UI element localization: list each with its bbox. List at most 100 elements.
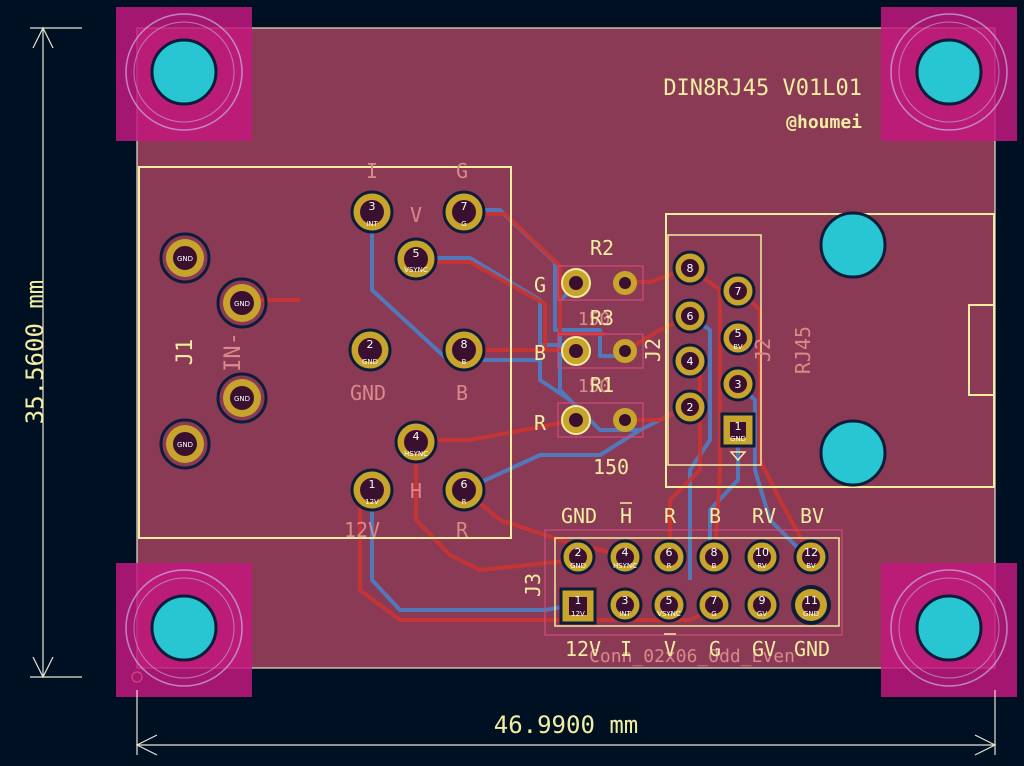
j3-pad-7[interactable]: 7G (696, 587, 732, 623)
svg-text:GND: GND (730, 435, 746, 443)
board-author: @houmei (786, 112, 862, 133)
svg-text:3: 3 (735, 378, 742, 391)
svg-text:G: G (711, 610, 716, 618)
j1-back-label-r: R (456, 518, 469, 542)
j3-header[interactable]: J3 Conn_02x06_Odd_Even (521, 529, 843, 667)
svg-text:R: R (462, 498, 467, 506)
svg-text:GND: GND (177, 441, 193, 449)
svg-text:4: 4 (687, 355, 694, 368)
j3-label-top-1: GND (561, 504, 597, 528)
svg-text:GND: GND (362, 358, 378, 366)
svg-text:J2: J2 (641, 338, 665, 362)
j3-label-top-4: B (709, 504, 721, 528)
j3-label-top-3: R (664, 504, 677, 528)
svg-text:150: 150 (578, 376, 611, 397)
j2-rj45[interactable]: J2 J2 RJ45 (641, 211, 995, 488)
j1-gnd-pad-4[interactable]: GND (159, 418, 211, 470)
svg-text:12: 12 (804, 546, 818, 559)
j1-gnd-pad-3[interactable]: GND (216, 372, 268, 424)
j1-pad-6[interactable]: 6R (442, 468, 486, 512)
svg-text:6: 6 (687, 310, 694, 323)
resistor-r3[interactable]: R3 B 150 (534, 306, 644, 397)
mounting-hole-tr (881, 7, 1017, 141)
mounting-hole-br (881, 563, 1017, 697)
j2-pad-4[interactable]: 4 (672, 343, 708, 379)
j3-label-bottom-4: G (709, 637, 721, 661)
j3-pad-9[interactable]: 9GV (744, 587, 780, 623)
svg-text:4: 4 (622, 546, 629, 559)
svg-text:5: 5 (735, 327, 742, 340)
svg-text:6: 6 (666, 546, 673, 559)
mounting-hole-bl (116, 563, 252, 697)
j2-pad-5[interactable]: 5BV (720, 320, 756, 356)
svg-text:RV: RV (757, 562, 766, 570)
svg-text:B: B (462, 358, 467, 366)
j3-pad-8[interactable]: 8B (696, 539, 732, 575)
svg-text:1: 1 (735, 420, 742, 433)
j1-value: IN- (221, 332, 246, 372)
svg-text:R: R (534, 411, 547, 435)
svg-text:11: 11 (804, 594, 818, 607)
svg-text:HSYNC: HSYNC (613, 562, 637, 570)
resistor-r1[interactable]: R1 R 150 (534, 373, 644, 479)
j1-back-label-gnd: GND (350, 381, 386, 405)
svg-text:B: B (534, 341, 546, 365)
j3-pad-6[interactable]: 6R (651, 539, 687, 575)
j1-pad-7[interactable]: 7G (442, 190, 486, 234)
svg-text:R3: R3 (590, 306, 614, 330)
j2-pad-2[interactable]: 2 (672, 389, 708, 425)
svg-text:G: G (461, 220, 466, 228)
dimension-width (135, 690, 997, 756)
resistor-r2[interactable]: R2 G 150 (534, 236, 644, 330)
j2-pad-3[interactable]: 3 (720, 366, 756, 402)
j2-pad-7[interactable]: 7 (720, 273, 756, 309)
j1-gnd-pad-2[interactable]: GND (216, 277, 268, 329)
svg-text:2: 2 (687, 401, 694, 414)
j3-label-bottom-2: I (620, 637, 632, 661)
svg-text:1: 1 (369, 478, 376, 491)
j2-pad-8[interactable]: 8 (672, 250, 708, 286)
j3-label-top-5: RV (752, 504, 776, 528)
svg-text:VSYNC: VSYNC (404, 266, 428, 274)
svg-text:7: 7 (711, 594, 718, 607)
svg-text:GND: GND (803, 610, 819, 618)
svg-text:5: 5 (666, 594, 673, 607)
svg-text:R: R (667, 562, 672, 570)
j2-pad-6[interactable]: 6 (672, 298, 708, 334)
j1-pad-8[interactable]: 8B (442, 328, 486, 372)
height-dimension-label: 35.5600 mm (21, 280, 49, 425)
j3-label-bottom-1: 12V (565, 637, 601, 661)
j1-back-label-g: G (456, 159, 468, 183)
j3-label-bottom-3: V (664, 637, 676, 661)
mounting-hole-tl (116, 7, 252, 141)
j2-pin1-marker (729, 451, 747, 462)
svg-text:1: 1 (575, 594, 582, 607)
j1-back-label-i: I (366, 159, 378, 183)
j1-back-label-v: V (410, 203, 422, 227)
dimension-height (30, 26, 82, 679)
svg-text:GND: GND (234, 395, 250, 403)
j1-back-label-12v: 12V (344, 518, 380, 542)
j1-gnd-pad-1[interactable]: GND (159, 232, 211, 284)
svg-text:R2: R2 (590, 236, 614, 260)
svg-text:8: 8 (711, 546, 718, 559)
j1-outline (138, 166, 512, 539)
svg-text:Conn_02x06_Odd_Even: Conn_02x06_Odd_Even (589, 646, 795, 667)
svg-text:GND: GND (234, 300, 250, 308)
svg-text:7: 7 (461, 200, 468, 213)
